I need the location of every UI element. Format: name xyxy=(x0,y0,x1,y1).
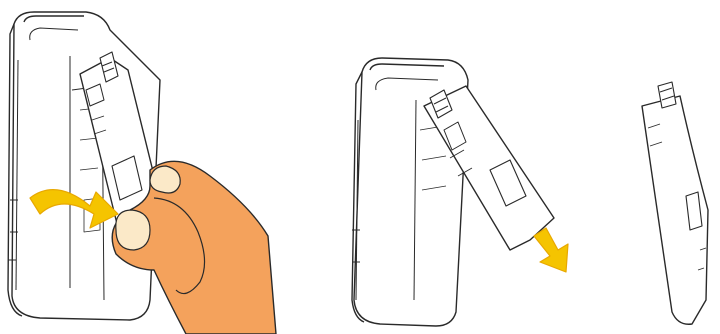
battery-cover-icon xyxy=(642,82,708,324)
step-3-svg xyxy=(620,0,720,334)
step-2-svg xyxy=(340,0,590,334)
step-3-illustration xyxy=(620,0,720,334)
step-1-svg xyxy=(0,0,290,334)
step-1-illustration xyxy=(0,0,290,334)
step-2-illustration xyxy=(340,0,590,334)
down-arrow-icon xyxy=(534,228,568,272)
